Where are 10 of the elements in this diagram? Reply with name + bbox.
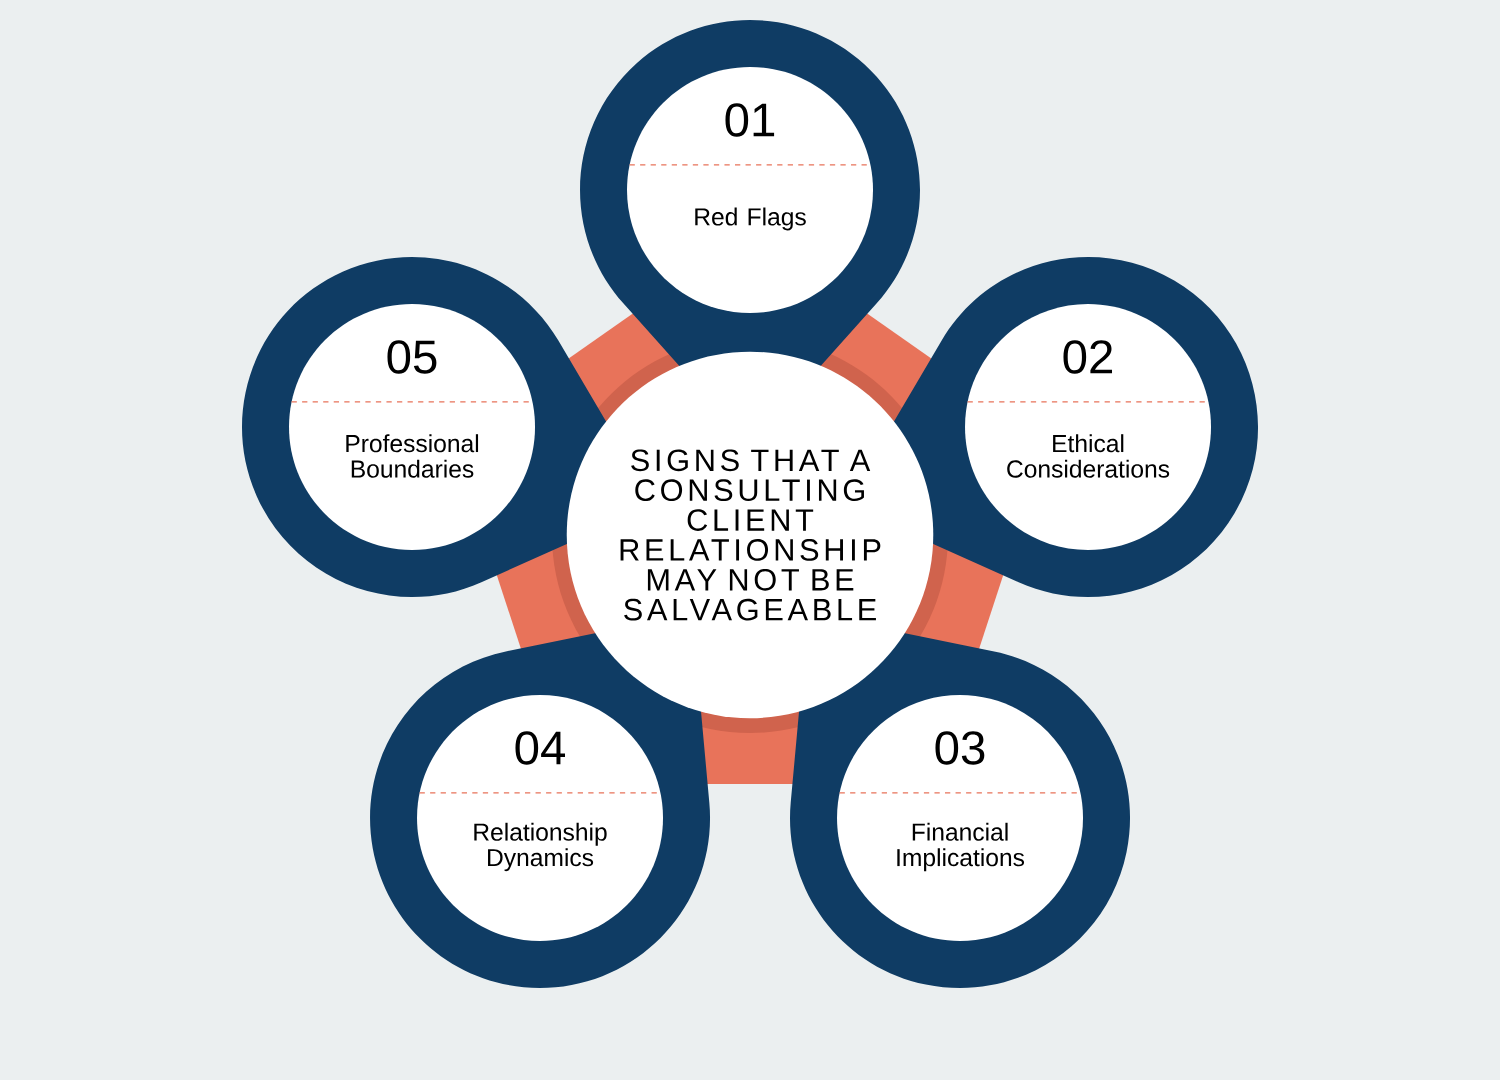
step-number: 04 [515,731,565,765]
step-number: 01 [725,103,775,137]
item-label: Relationship Dynamics [474,822,607,872]
step-number: 03 [935,731,985,765]
step-number: 02 [1063,340,1112,374]
item-label: Ethical Considerations [1007,434,1170,478]
step-number: 05 [387,340,437,374]
item-label: Red Flags [695,207,806,231]
item-label: Professional Boundaries [346,434,479,478]
item-label: Financial Implications [897,822,1025,872]
